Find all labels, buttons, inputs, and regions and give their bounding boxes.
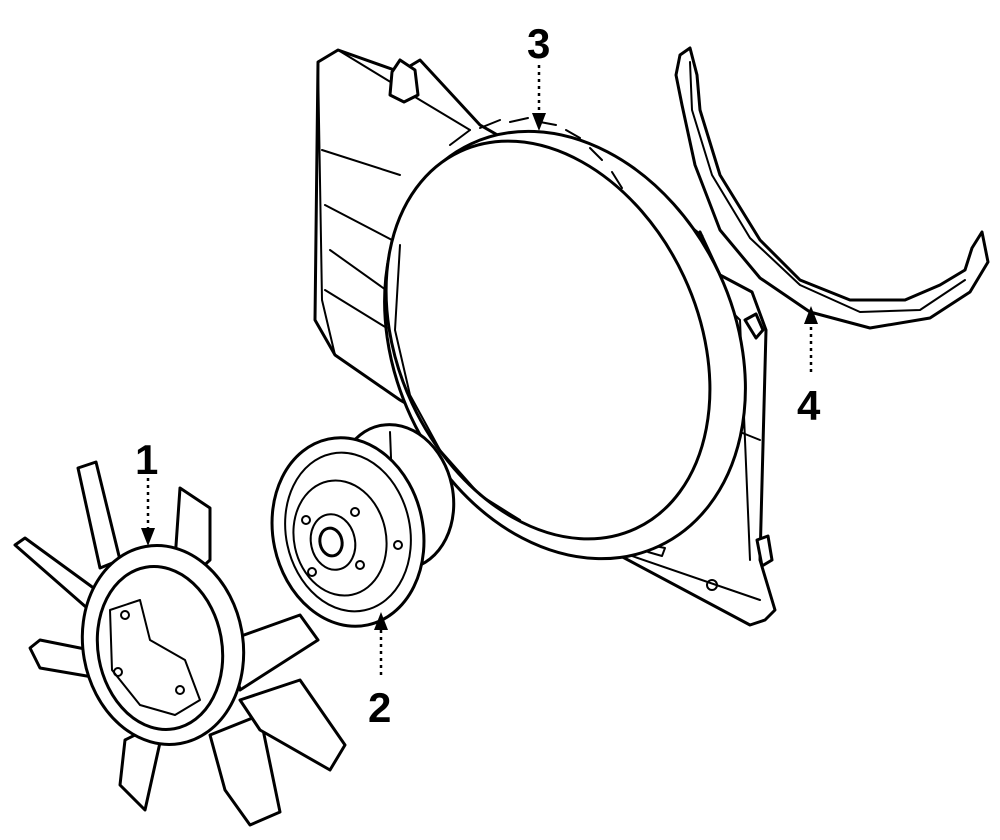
callout-2: 2 bbox=[368, 684, 391, 731]
callout-4: 4 bbox=[797, 382, 821, 429]
fan-shroud bbox=[313, 48, 777, 627]
callout-1: 1 bbox=[135, 436, 158, 483]
leader-arrow-2 bbox=[374, 612, 388, 675]
callout-3: 3 bbox=[527, 20, 550, 67]
leader-arrow-1 bbox=[141, 478, 155, 546]
fan-blade bbox=[13, 460, 347, 827]
leader-arrow-3 bbox=[532, 65, 546, 131]
shroud-seal-strip bbox=[674, 46, 990, 330]
leader-arrow-4 bbox=[804, 306, 818, 372]
fan-clutch bbox=[270, 423, 456, 628]
